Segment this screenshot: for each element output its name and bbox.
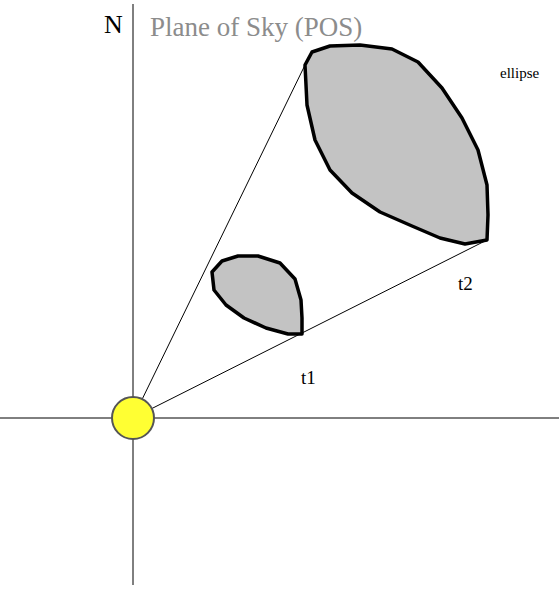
- cme-ellipse-t2: [305, 45, 488, 244]
- shape-label: ellipse: [500, 66, 539, 81]
- cone-edge: [133, 65, 305, 418]
- time-label: t2: [458, 274, 473, 293]
- north-label: N: [104, 12, 123, 38]
- time-label: t1: [301, 368, 316, 387]
- cme-ellipse-t1: [212, 256, 302, 334]
- sun-disk: [112, 397, 154, 439]
- cone-edge: [133, 240, 487, 418]
- north-axis: [133, 4, 134, 585]
- plot-title: Plane of Sky (POS): [150, 14, 362, 41]
- horizontal-axis: [0, 418, 559, 419]
